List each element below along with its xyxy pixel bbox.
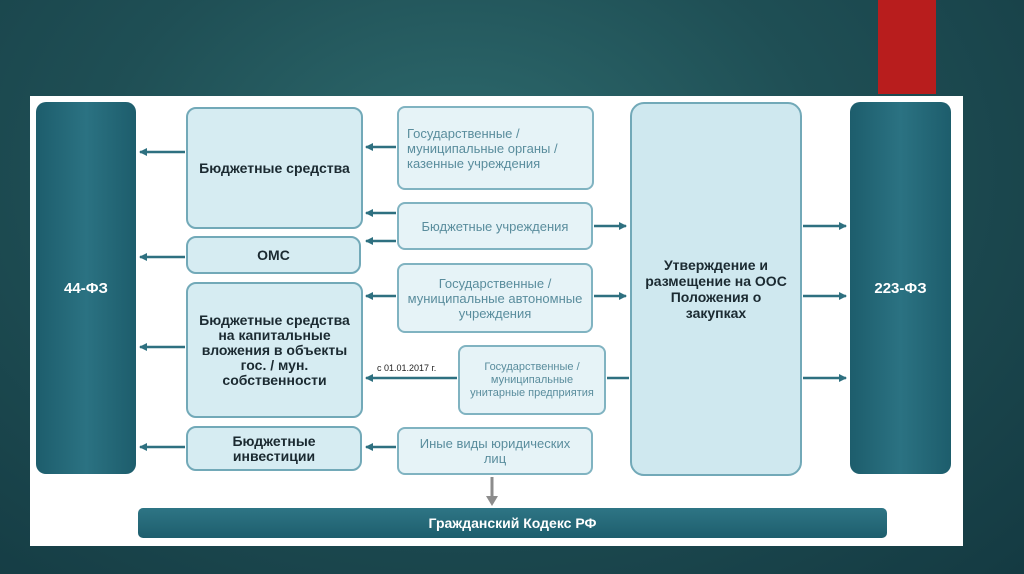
budget-institutions-label: Бюджетные учреждения (421, 218, 569, 234)
budget-investments-label: Бюджетные инвестиции (232, 432, 316, 464)
other-legal-entities-box: Иные виды юридических лиц (397, 427, 593, 475)
state-bodies-box: Государственные / муниципальные органы /… (397, 106, 594, 190)
law-223fz-label: 223-ФЗ (874, 279, 927, 297)
state-bodies-label: Государственные / муниципальные органы /… (407, 125, 558, 171)
law-223fz-column: 223-ФЗ (850, 102, 951, 474)
autonomous-institutions-label: Государственные / муниципальные автономн… (407, 275, 583, 321)
civil-code-bar: Гражданский Кодекс РФ (138, 508, 887, 538)
oms-box: ОМС (186, 236, 361, 274)
capital-investment-funds-box: Бюджетные средства на капитальные вложен… (186, 282, 363, 418)
capital-investment-funds-label: Бюджетные средства на капитальные вложен… (199, 311, 350, 388)
procurement-regulation-label: Утверждение и размещение на ООС Положени… (645, 257, 787, 321)
date-note: с 01.01.2017 г. (377, 363, 437, 373)
law-44fz-label: 44-ФЗ (64, 279, 108, 297)
oms-label: ОМС (257, 246, 290, 263)
budget-funds-label: Бюджетные средства (199, 159, 350, 176)
budget-institutions-box: Бюджетные учреждения (397, 202, 593, 250)
procurement-regulation-box: Утверждение и размещение на ООС Положени… (630, 102, 802, 476)
civil-code-label: Гражданский Кодекс РФ (428, 515, 597, 531)
unitary-enterprises-box: Государственные / муниципальные унитарны… (458, 345, 606, 415)
budget-investments-box: Бюджетные инвестиции (186, 426, 362, 471)
budget-funds-box: Бюджетные средства (186, 107, 363, 229)
other-legal-entities-label: Иные виды юридических лиц (419, 436, 571, 466)
autonomous-institutions-box: Государственные / муниципальные автономн… (397, 263, 593, 333)
law-44fz-column: 44-ФЗ (36, 102, 136, 474)
unitary-enterprises-label: Государственные / муниципальные унитарны… (470, 360, 594, 399)
accent-bar (878, 0, 936, 94)
